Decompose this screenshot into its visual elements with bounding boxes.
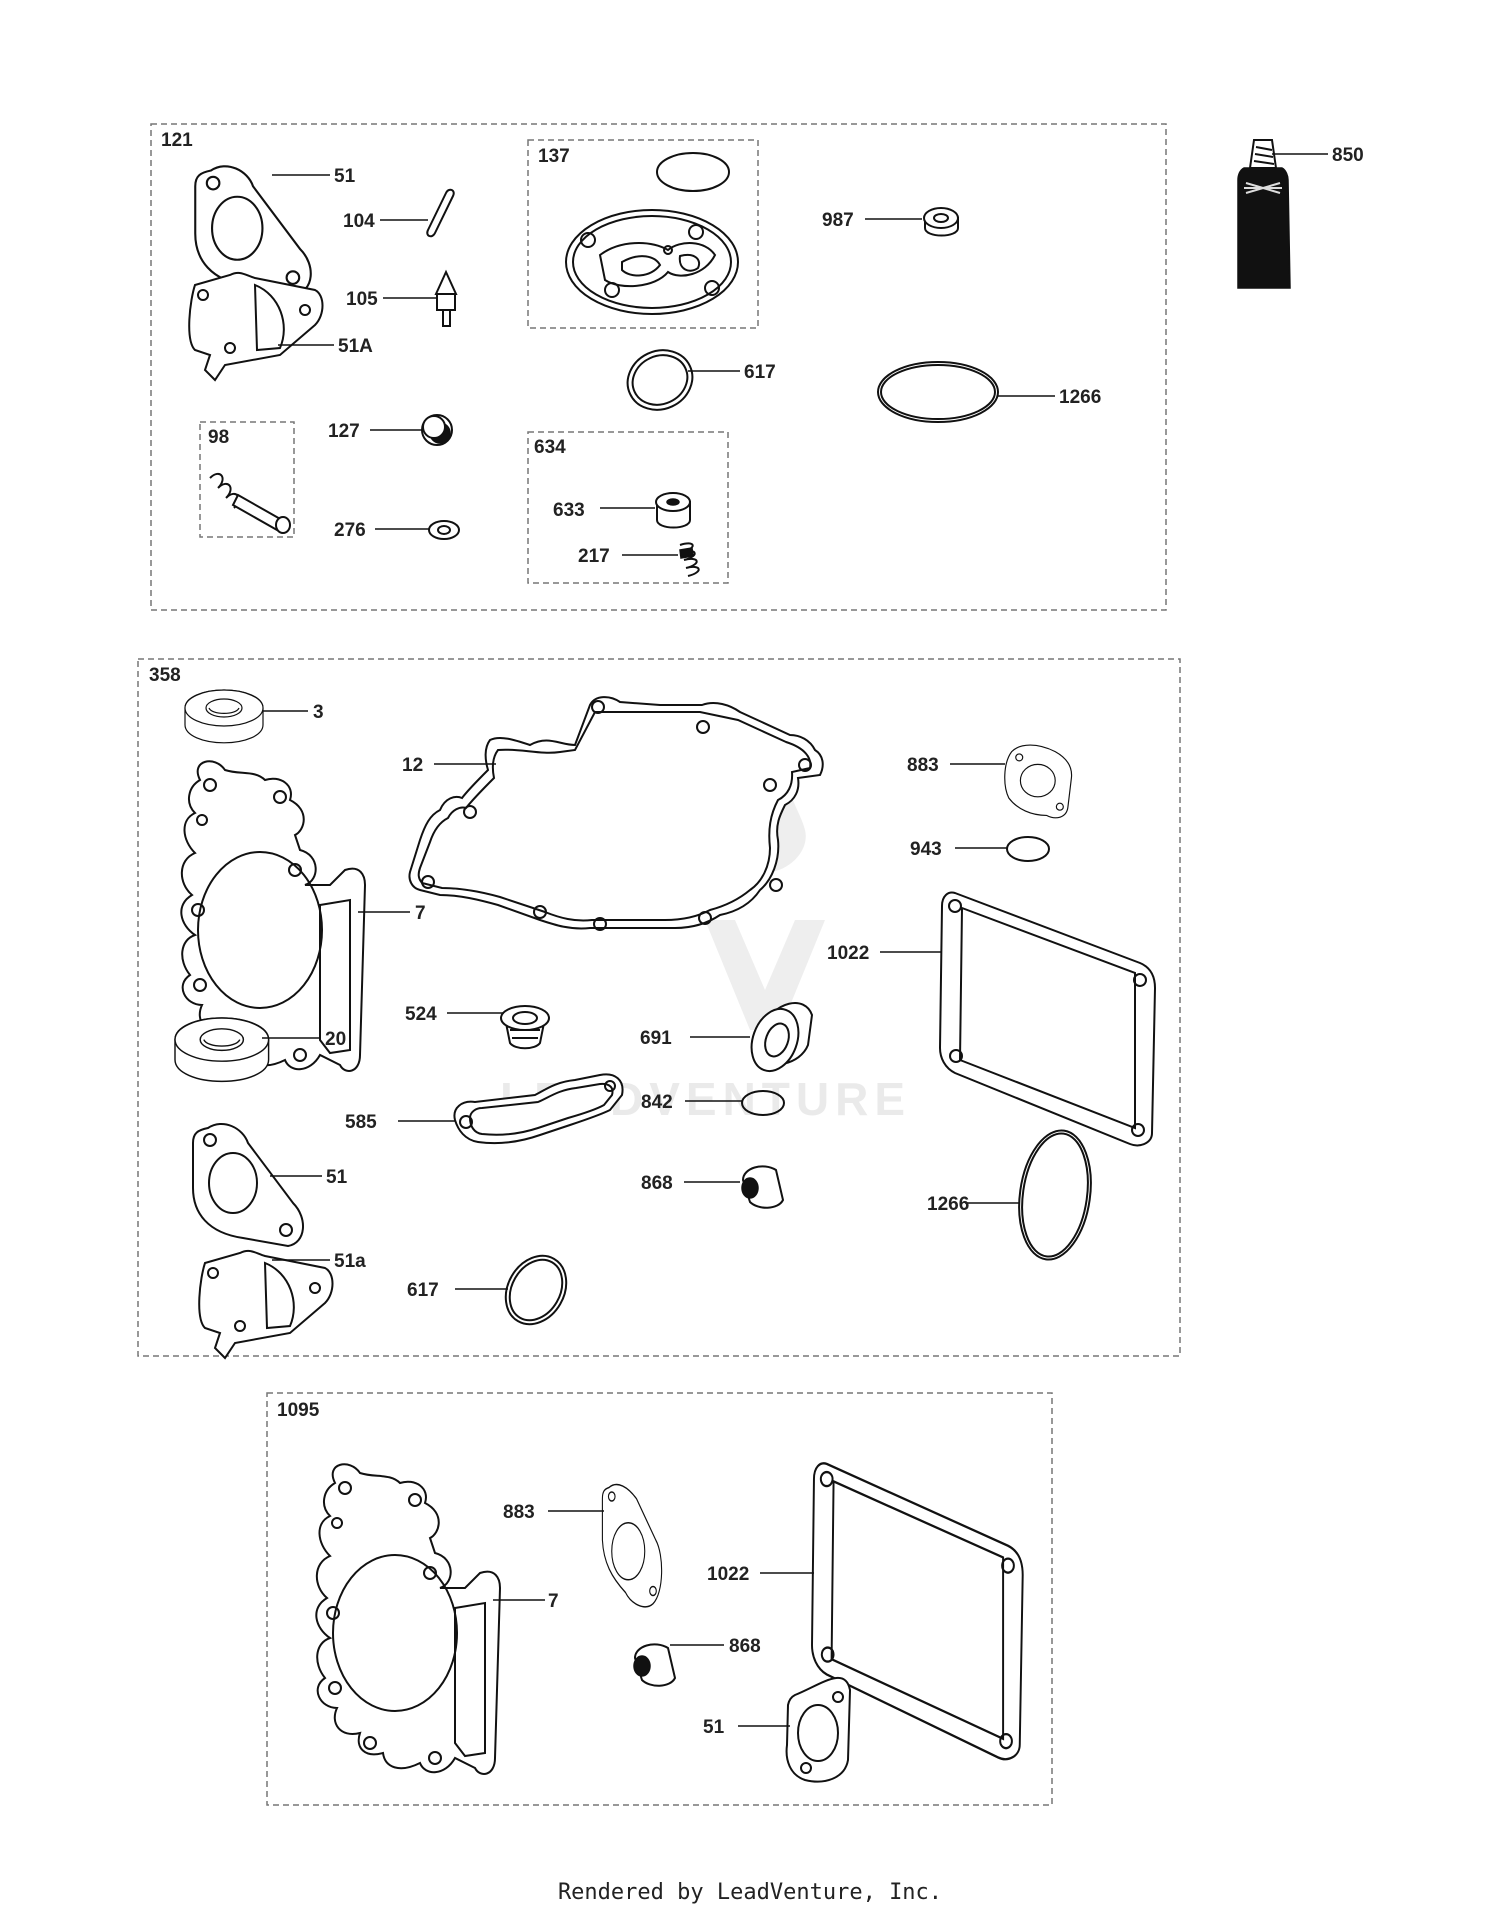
label-987: 987 [822,210,854,231]
seat-633 [655,492,691,529]
label-691: 691 [640,1028,672,1049]
group-358: 358 3 7 12 [137,658,1181,1359]
label-1266: 1266 [927,1194,969,1215]
group-1095: 1095 7 883 1022 868 51 [266,1392,1053,1806]
o-ring-1266 [877,361,999,423]
oil-seal-3 [184,689,264,744]
valve-cover-gasket-1022 [939,891,1156,1147]
label-617: 617 [407,1280,439,1301]
label-276: 276 [334,520,366,541]
carburetor-gasket-51 [194,165,312,296]
gasket-883 [1004,744,1073,819]
sealant-tube-850 [1237,139,1291,289]
group-label-634: 634 [534,437,566,458]
needle-valve-105 [434,269,458,327]
group-label-358: 358 [149,665,181,686]
intake-gasket-51 [785,1677,852,1783]
screw-spring-98 [209,472,291,534]
spring-217 [679,542,700,577]
seal-691 [750,1002,814,1072]
group-label-121: 121 [161,130,193,151]
label-51: 51 [334,166,356,187]
group-label-98: 98 [208,427,229,448]
gasket-585 [453,1073,624,1145]
label-51a: 51a [334,1251,366,1272]
plate-gasket-51a [198,1249,334,1359]
label-1022: 1022 [707,1564,749,1585]
crankcase-gasket-12 [408,696,824,931]
intake-gasket-51 [192,1122,305,1247]
label-105: 105 [346,289,378,310]
plate-gasket-51A [188,271,324,381]
o-ring-617 [504,1254,568,1326]
label-20: 20 [325,1029,346,1050]
group-label-1095: 1095 [277,1400,320,1421]
label-883: 883 [503,1502,535,1523]
label-585: 585 [345,1112,377,1133]
label-3: 3 [313,702,324,723]
o-ring-943 [1006,836,1050,862]
plug-524 [500,1005,550,1050]
label-127: 127 [328,421,360,442]
head-gasket-7 [315,1463,501,1775]
label-883: 883 [907,755,939,776]
pin-104 [426,188,455,238]
label-7: 7 [548,1591,559,1612]
label-617: 617 [744,362,776,383]
group-121: 121 51 104 105 51A 98 [150,123,1167,611]
label-1022: 1022 [827,943,869,964]
plug-127 [421,414,453,446]
valve-seal-868 [741,1165,784,1209]
label-868: 868 [729,1636,761,1657]
washer-276 [428,520,460,540]
footer-credit: Rendered by LeadVenture, Inc. [557,1880,943,1905]
label-524: 524 [405,1004,437,1025]
o-ring-1266 [1018,1129,1092,1261]
gasket-883 [601,1483,663,1608]
oil-seal-20 [174,1017,270,1083]
o-ring-842 [741,1090,785,1116]
label-51: 51 [703,1717,725,1738]
label-12: 12 [402,755,423,776]
label-850: 850 [1332,145,1364,166]
label-51A: 51A [338,336,373,357]
label-51: 51 [326,1167,348,1188]
label-633: 633 [553,500,585,521]
grommet-987 [923,207,959,237]
diaphragm-kit-137 [565,152,739,315]
label-7: 7 [415,903,426,924]
o-ring-617 [626,349,694,411]
label-104: 104 [343,211,375,232]
label-943: 943 [910,839,942,860]
label-868: 868 [641,1173,673,1194]
valve-seal-868 [633,1643,676,1687]
group-label-137: 137 [538,146,570,167]
label-842: 842 [641,1092,673,1113]
label-1266: 1266 [1059,387,1101,408]
label-217: 217 [578,546,610,567]
